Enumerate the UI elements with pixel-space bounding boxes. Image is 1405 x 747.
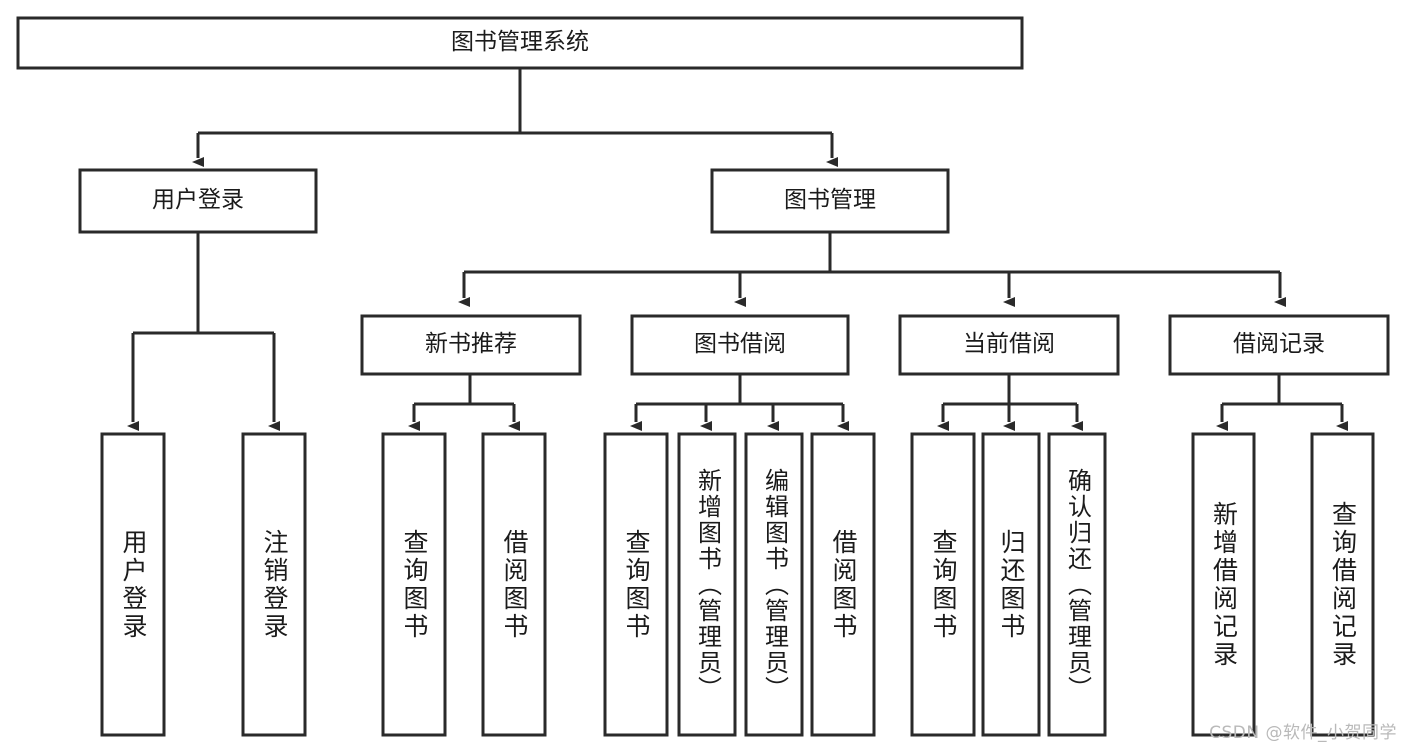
node-box-leaf-user-login-0[interactable] xyxy=(100,432,166,737)
watermark-text: CSDN @软件_小贺同学 xyxy=(1209,723,1397,743)
node-box-leaf-current-borrow-0[interactable] xyxy=(910,432,976,737)
node-box-book-management[interactable] xyxy=(710,168,950,234)
connector-currentborrow-to-leaves xyxy=(937,374,1083,431)
connector-newbook-to-leaves xyxy=(408,374,520,431)
node-box-leaf-current-borrow-1[interactable] xyxy=(981,432,1041,737)
node-box-leaf-book-borrow-3[interactable] xyxy=(810,432,876,737)
node-box-leaf-new-book-0[interactable] xyxy=(381,432,447,737)
node-box-current-borrow[interactable] xyxy=(898,314,1120,376)
connector-bookborrow-to-leaves xyxy=(630,374,849,431)
node-box-root[interactable] xyxy=(16,16,1024,70)
node-box-user-login[interactable] xyxy=(78,168,318,234)
node-box-leaf-borrow-record-0[interactable] xyxy=(1191,432,1256,737)
connector-userlogin-to-leaves xyxy=(127,232,280,431)
node-box-borrow-record[interactable] xyxy=(1168,314,1390,376)
node-box-leaf-book-borrow-0[interactable] xyxy=(603,432,669,737)
node-box-leaf-book-borrow-2[interactable] xyxy=(744,432,804,737)
node-box-book-borrow[interactable] xyxy=(630,314,850,376)
connector-borrowrecord-to-leaves xyxy=(1216,374,1348,431)
node-box-leaf-book-borrow-1[interactable] xyxy=(677,432,737,737)
connector-bookmgmt-to-level3 xyxy=(458,232,1286,307)
connector-root-to-level2 xyxy=(192,68,838,167)
node-box-new-book-recommend[interactable] xyxy=(360,314,582,376)
node-box-leaf-new-book-1[interactable] xyxy=(481,432,547,737)
node-box-leaf-user-login-1[interactable] xyxy=(241,432,307,737)
node-box-leaf-current-borrow-2[interactable] xyxy=(1047,432,1107,737)
node-box-leaf-borrow-record-1[interactable] xyxy=(1310,432,1375,737)
